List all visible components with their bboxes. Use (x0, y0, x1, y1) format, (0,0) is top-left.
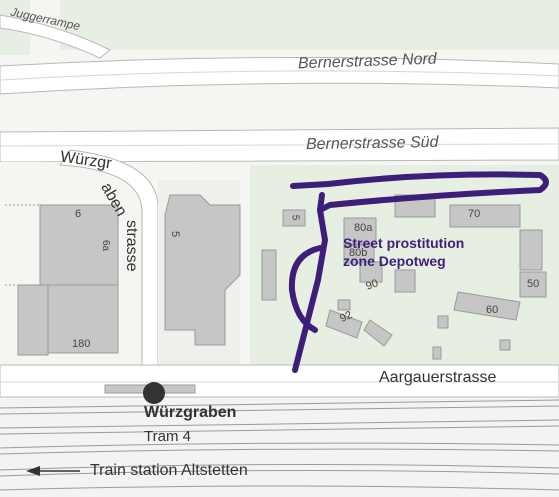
building-5-small (282, 209, 306, 227)
building-number: 6a (100, 239, 112, 252)
building-number: 80a (354, 222, 373, 234)
green-area-top (60, 0, 559, 50)
bernerstrasse-nord-road (0, 56, 559, 95)
building-5 (164, 194, 241, 346)
building-number: 6 (75, 208, 82, 220)
building-number: 70 (468, 208, 481, 220)
building-80b (343, 244, 375, 264)
building-60 (453, 291, 521, 321)
building-number: 60 (486, 304, 499, 316)
building-number: 5 (289, 214, 301, 221)
building-90 (359, 261, 383, 283)
tram-stop-dot (143, 382, 165, 404)
zone-label: Street prostitution zone Depotweg (343, 234, 464, 270)
building-number: 80b (349, 247, 368, 259)
building-number: 5 (169, 230, 182, 238)
prostitution-zone-route (288, 171, 549, 373)
building-180 (47, 284, 119, 354)
wuerzgraben-label-vert: strasse (123, 220, 140, 272)
building-50 (519, 271, 547, 298)
bernerstrasse-sued-label: Bernerstrasse Süd (305, 133, 439, 154)
stop-line: Tram 4 (144, 428, 191, 445)
rampe-road (0, 14, 111, 59)
building-number: 50 (527, 278, 540, 290)
aargauerstrasse-label: Aargauerstrasse (379, 369, 497, 386)
zone-label-line2: zone Depotweg (343, 253, 446, 269)
train-station-label: Train station Altstetten (90, 462, 248, 479)
arrow-left-icon (26, 466, 80, 476)
building-92 (325, 309, 363, 339)
railway-tracks (0, 399, 559, 491)
building-70 (449, 204, 521, 228)
building-6 (39, 204, 119, 286)
stop-name: Würzgraben (144, 404, 237, 421)
zone-label-line1: Street prostitution (343, 235, 465, 251)
building-80a (343, 217, 377, 245)
building-number: 180 (72, 338, 91, 350)
